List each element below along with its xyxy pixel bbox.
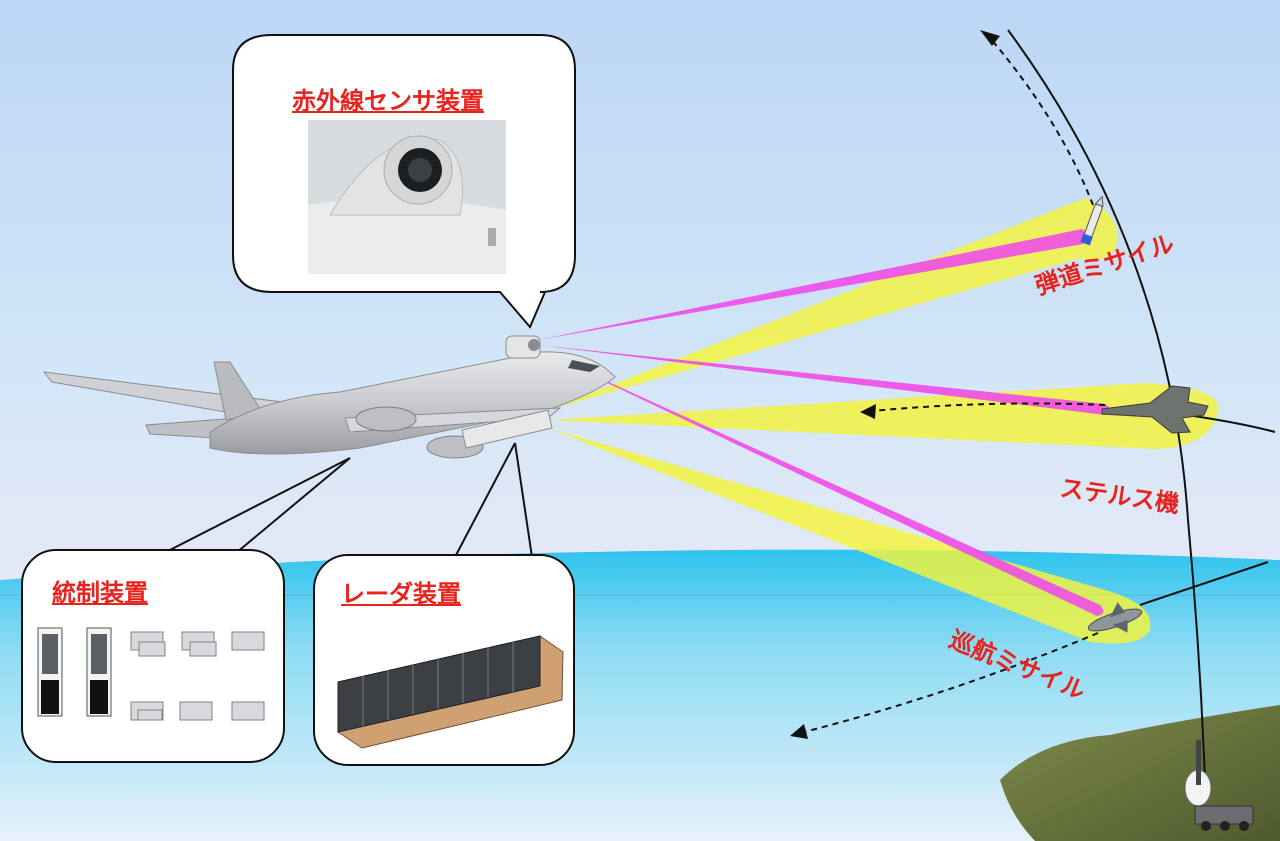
infrared-beam-cruise	[538, 350, 1104, 616]
callout-connectors	[163, 442, 533, 558]
cruise-predicted-path	[799, 632, 1099, 734]
connector-control	[235, 457, 351, 554]
cruise-approach-path	[1139, 561, 1269, 606]
radar-array-icon	[337, 635, 564, 749]
ground-launcher-icon	[1184, 740, 1254, 831]
infrared-beam-stealth	[538, 345, 1110, 415]
ballistic-predicted-path	[989, 37, 1094, 206]
radar-pod	[461, 409, 553, 449]
aircraft-icon	[42, 335, 616, 459]
ballistic-trajectory	[1007, 29, 1206, 781]
ballistic-missile-icon	[1080, 195, 1104, 246]
ir-sensor-photo	[308, 120, 506, 274]
cruise-missile-icon	[1087, 602, 1143, 633]
cockpit-window	[568, 360, 600, 372]
connector-radar-2	[514, 442, 533, 558]
stealth-arrow-icon	[860, 404, 876, 419]
control-unit-title: 統制装置	[52, 579, 148, 607]
stealth-fighter-icon	[1101, 385, 1209, 434]
control-unit-icons	[37, 627, 265, 721]
predicted-paths	[799, 37, 1106, 734]
cruise-arrow-icon	[790, 724, 808, 739]
infrared-beams	[538, 229, 1110, 616]
stealth-predicted-path	[871, 402, 1106, 412]
infrared-sensor-title: 赤外線センサ装置	[292, 87, 484, 115]
fuselage	[209, 351, 616, 455]
equipment-box-icons	[130, 631, 265, 721]
connector-radar	[454, 442, 516, 558]
engine-nacelle	[355, 406, 417, 432]
radar-beam-cruise	[548, 428, 1151, 644]
infrared-beam-ballistic	[538, 229, 1089, 340]
radar-unit-title: レーダ装置	[341, 580, 461, 608]
connector-control-2	[163, 457, 351, 554]
ballistic-arrow-icon	[980, 30, 1000, 46]
arrow-heads	[790, 30, 1000, 739]
